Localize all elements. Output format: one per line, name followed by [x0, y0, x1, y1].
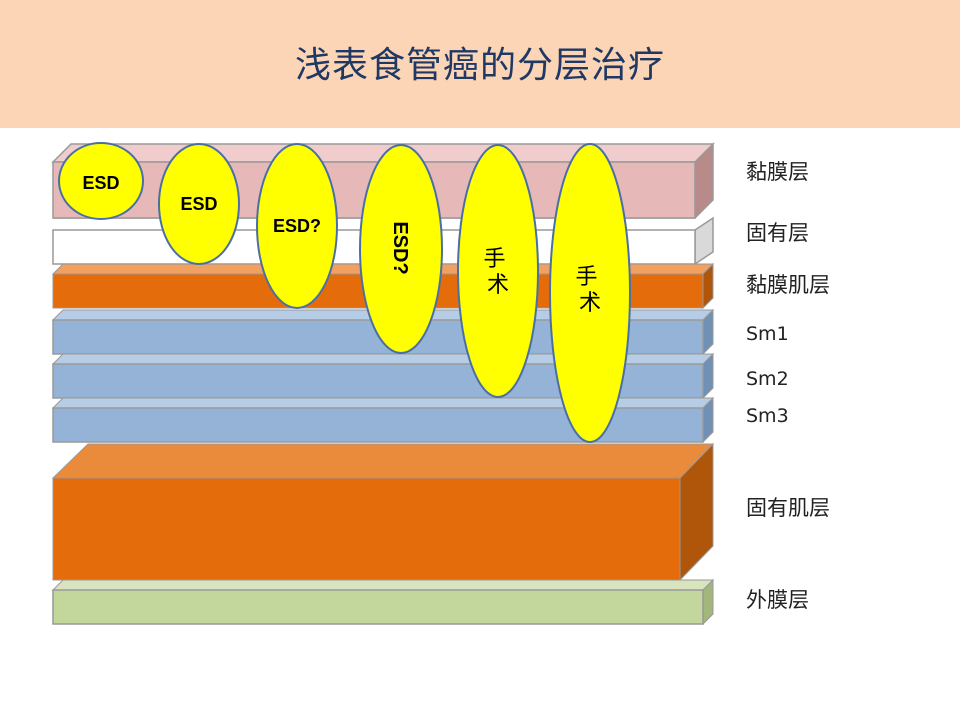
treatment-label-vertical: 手 术: [483, 247, 512, 298]
layer-label-muscularis-propria: 固有肌层: [746, 496, 830, 520]
page-title: 浅表食管癌的分层治疗: [294, 45, 665, 86]
layer-label-sm3: Sm3: [746, 405, 789, 427]
treatment-esd-1: ESD: [58, 142, 144, 220]
char: 手: [483, 247, 505, 272]
treatment-surgery-2: 手 术: [549, 143, 631, 443]
treatment-label: ESD?: [273, 216, 321, 236]
treatment-esd-question-1: ESD?: [256, 143, 338, 309]
layer-label-adventitia: 外膜层: [746, 588, 809, 612]
layer-label-sm1: Sm1: [746, 323, 789, 345]
title-band: [0, 0, 960, 128]
layer-label-mucosa: 黏膜层: [746, 160, 809, 184]
treatment-surgery-1: 手 术: [457, 144, 539, 398]
layer-label-muscularis-mucosae: 黏膜肌层: [746, 273, 830, 297]
layer-label-sm2: Sm2: [746, 368, 789, 390]
layer-muscularis-propria: [51, 442, 715, 582]
layer-adventitia: [51, 578, 715, 626]
char: 术: [579, 291, 601, 316]
treatment-label: ESD: [82, 173, 119, 193]
treatment-esd-2: ESD: [158, 143, 240, 265]
char: 术: [487, 273, 509, 298]
char: 手: [575, 265, 597, 290]
treatment-label: ESD: [180, 194, 217, 214]
treatment-esd-question-2: ESD?: [359, 144, 443, 354]
treatment-label: ESD?: [389, 221, 411, 274]
layer-label-lamina-propria: 固有层: [746, 221, 809, 245]
treatment-label-vertical: 手 术: [575, 265, 604, 316]
